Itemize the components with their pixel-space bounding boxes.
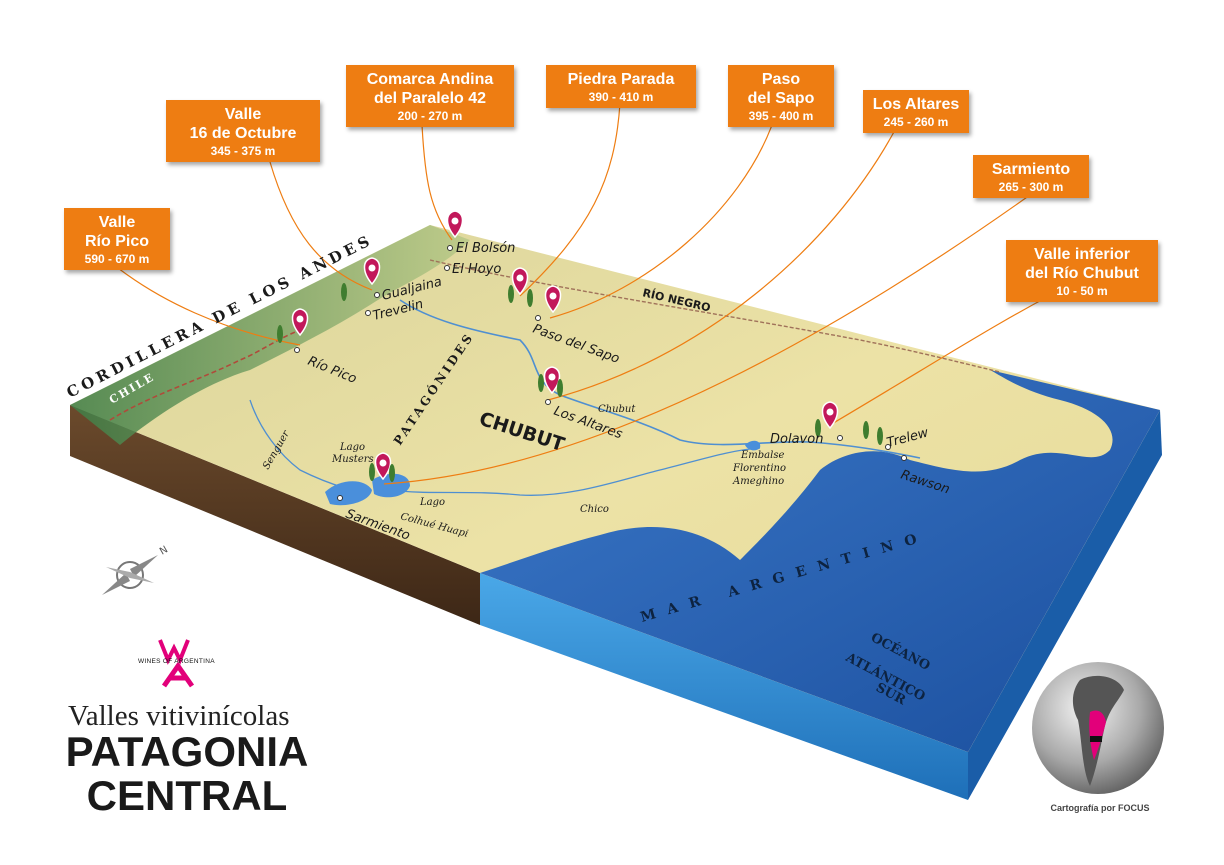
cartography-credit: Cartografía por FOCUS: [1050, 803, 1150, 813]
block-water-right: [968, 410, 1162, 800]
label-el-hoyo: El Hoyo: [452, 262, 501, 277]
callout-name: Valle inferior del Río Chubut: [1025, 246, 1139, 282]
callout-range: 265 - 300 m: [998, 180, 1064, 194]
callout-piedra-parada: Piedra Parada 390 - 410 m: [546, 65, 696, 108]
callout-range: 390 - 410 m: [588, 90, 654, 104]
compass-north-label: N: [158, 544, 170, 557]
lago-musters: [325, 481, 372, 506]
label-lago-musters-1: Lago: [339, 442, 365, 453]
callout-range: 590 - 670 m: [84, 252, 150, 266]
sea-surface: [480, 370, 1160, 752]
map-title: PATAGONIA CENTRAL: [65, 728, 309, 819]
callout-range: 245 - 260 m: [883, 115, 949, 129]
callout-valle-16-de-octubre: Valle 16 de Octubre 345 - 375 m: [166, 100, 320, 162]
label-embalse-2: Florentino: [732, 463, 786, 474]
map-subtitle: Valles vitivinícolas: [68, 700, 290, 732]
callout-name: Valle 16 de Octubre: [189, 106, 297, 142]
callout-range: 395 - 400 m: [748, 109, 814, 123]
callout-los-altares: Los Altares 245 - 260 m: [863, 90, 969, 133]
label-chubut-river: Chubut: [598, 404, 636, 415]
callout-name: Valle Río Pico: [84, 214, 149, 250]
callout-name: Piedra Parada: [567, 71, 675, 88]
label-lago-musters-2: Musters: [331, 454, 374, 465]
label-embalse-3: Ameghino: [732, 476, 784, 487]
block-water-front: [480, 573, 968, 800]
label-embalse-1: Embalse: [740, 450, 784, 461]
callout-range: 10 - 50 m: [1056, 284, 1108, 298]
label-el-bolson: El Bolsón: [456, 241, 515, 256]
callout-name: Sarmiento: [991, 161, 1071, 178]
compass-icon: N: [102, 544, 170, 595]
callout-name: Paso del Sapo: [747, 71, 815, 107]
callout-range: 200 - 270 m: [397, 109, 463, 123]
callout-paso-del-sapo: Paso del Sapo 395 - 400 m: [728, 65, 834, 127]
callout-leaders: [117, 102, 1081, 485]
poplar-trees: [277, 283, 883, 482]
block-soil-side: [70, 405, 480, 625]
label-lago-colhue-1: Lago: [419, 497, 445, 508]
callout-valle-rio-pico: Valle Río Pico 590 - 670 m: [64, 208, 170, 270]
town-markers: [294, 245, 907, 501]
callout-comarca-andina: Comarca Andina del Paralelo 42 200 - 270…: [346, 65, 514, 127]
callout-name: Los Altares: [872, 96, 960, 113]
label-chico-river: Chico: [580, 504, 609, 515]
globe-icon: [1032, 662, 1164, 794]
embalse-ameghino: [745, 440, 761, 451]
lago-colhue-huapi: [372, 473, 410, 498]
chubut-river: [399, 299, 921, 459]
logo-text: WINES OF ARGENTINA: [138, 658, 215, 665]
senguer-river: [249, 399, 346, 489]
chico-river: [389, 447, 761, 496]
callout-range: 345 - 375 m: [210, 144, 276, 158]
callout-name: Comarca Andina del Paralelo 42: [366, 71, 494, 107]
callout-valle-inferior-rio-chubut: Valle inferior del Río Chubut 10 - 50 m: [1006, 240, 1158, 302]
label-dolavon: Dolavon: [770, 432, 823, 447]
wines-of-argentina-logo: [158, 639, 195, 688]
callout-sarmiento: Sarmiento 265 - 300 m: [973, 155, 1089, 198]
location-pins: [291, 210, 839, 481]
province-border: [429, 259, 1001, 373]
chile-border: [109, 329, 301, 421]
